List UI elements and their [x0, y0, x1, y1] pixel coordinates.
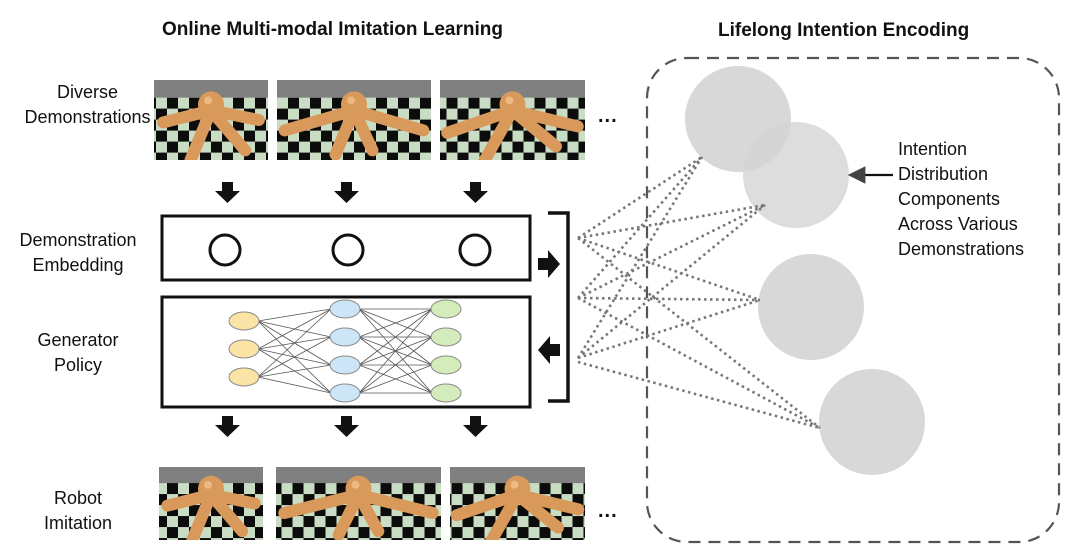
row-label-line: Generator [37, 330, 119, 350]
row-label-line: Embedding [32, 255, 124, 275]
imitation-image-3 [450, 467, 585, 540]
network-node-l2-1 [329, 299, 361, 319]
down-arrow [463, 416, 488, 437]
intention-label-line: Demonstrations [898, 239, 1025, 259]
down-arrow [215, 182, 240, 203]
network-node-l2-3 [329, 355, 361, 375]
intention-circles [685, 66, 925, 475]
demo-image-1 [154, 80, 268, 160]
intention-label-line: Distribution [898, 164, 989, 184]
intention-label: Intention Distribution Components Across… [898, 137, 1024, 262]
network-node-l2-4 [329, 383, 361, 403]
row-label-line: Imitation [43, 513, 113, 533]
left-title: Online Multi-modal Imitation Learning [162, 19, 503, 40]
row-label-demos: Diverse Demonstrations [20, 80, 155, 130]
down-arrows-top [215, 182, 488, 203]
arrow-right-to-intention [538, 250, 560, 278]
imitation-images [159, 467, 585, 540]
ellipsis-demos: ... [598, 105, 618, 127]
intention-label-line: Intention [898, 139, 968, 159]
row-label-policy: Generator Policy [8, 328, 148, 378]
intention-label-line: Across Various [898, 214, 1018, 234]
network-node-l1-2 [228, 339, 260, 359]
down-arrow [334, 182, 359, 203]
imitation-image-2 [276, 467, 441, 540]
embedding-circle-2 [331, 233, 365, 267]
dotted-connections [576, 155, 821, 430]
network-node-l3-1 [430, 299, 462, 319]
demo-images [154, 80, 585, 160]
row-label-line: Demonstrations [24, 107, 151, 127]
row-label-line: Policy [53, 355, 102, 375]
down-arrows-bottom [215, 416, 488, 437]
embedding-circle-3 [458, 233, 492, 267]
arrow-left-from-intention [538, 336, 560, 364]
row-label-line: Demonstration [19, 230, 137, 250]
intention-circle-2 [743, 122, 849, 228]
row-label-imitation: Robot Imitation [8, 486, 148, 536]
imitation-image-1 [159, 467, 263, 540]
demo-image-3 [440, 80, 585, 160]
down-arrow [463, 182, 488, 203]
embedding-circle-1 [208, 233, 242, 267]
intention-circle-4 [819, 369, 925, 475]
network-node-l3-4 [430, 383, 462, 403]
down-arrow [215, 416, 240, 437]
row-label-line: Diverse [56, 82, 118, 102]
lifelong-container [645, 56, 1061, 544]
row-label-embedding: Demonstration Embedding [8, 228, 148, 278]
bracket [548, 211, 570, 403]
intention-label-line: Components [898, 189, 1001, 209]
right-title: Lifelong Intention Encoding [718, 20, 970, 41]
network-node-l3-3 [430, 355, 462, 375]
ellipsis-imitation: ... [598, 500, 618, 522]
demo-image-2 [277, 80, 431, 160]
intention-circle-3 [758, 254, 864, 360]
network-node-l1-1 [228, 311, 260, 331]
neural-network [228, 299, 462, 403]
network-node-l3-2 [430, 327, 462, 347]
down-arrow [334, 416, 359, 437]
network-node-l1-3 [228, 367, 260, 387]
row-label-line: Robot [53, 488, 103, 508]
network-node-l2-2 [329, 327, 361, 347]
